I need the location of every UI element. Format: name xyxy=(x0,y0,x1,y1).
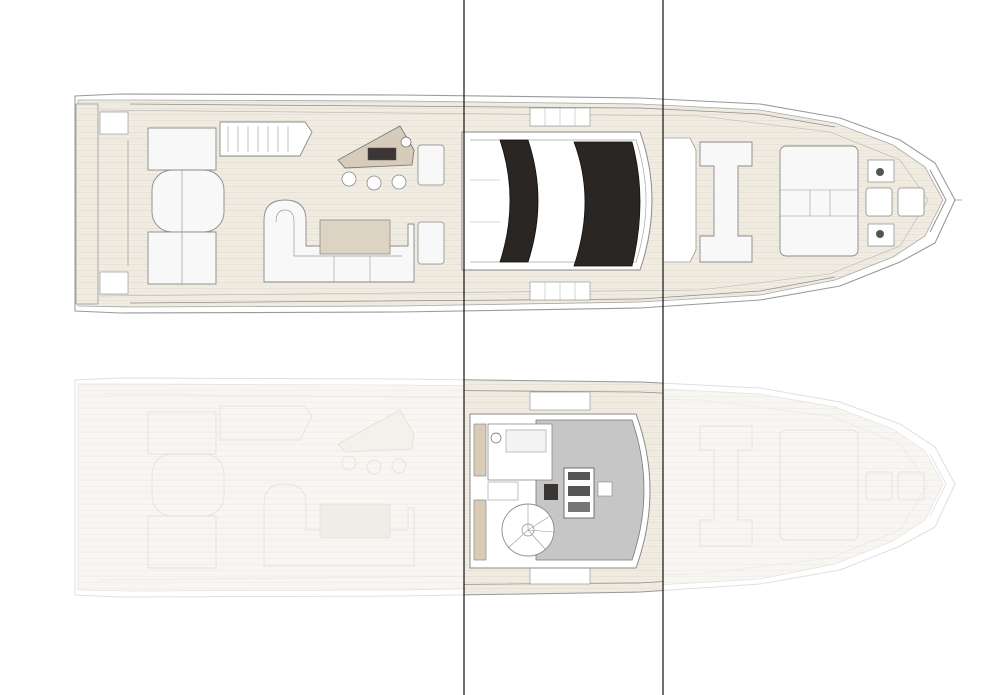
side-steps xyxy=(529,107,591,301)
sunpad-dark-fwd xyxy=(573,141,641,267)
dining-sofa xyxy=(263,199,445,283)
foredeck-lounge xyxy=(699,141,753,263)
bow-sunpad xyxy=(779,145,859,257)
sunpad-dark-aft xyxy=(499,139,539,263)
bar-counter xyxy=(337,125,445,186)
aft-sunpad xyxy=(147,127,225,285)
helm-console xyxy=(544,467,613,519)
bow-equipment xyxy=(865,159,962,247)
main-deck-plan xyxy=(74,93,962,314)
spiral-staircase xyxy=(501,503,555,557)
dining-table xyxy=(319,219,391,255)
swim-platform xyxy=(75,103,99,305)
aft-staircase xyxy=(219,121,313,157)
bar-stools xyxy=(341,171,407,191)
highlighted-section xyxy=(464,379,663,596)
